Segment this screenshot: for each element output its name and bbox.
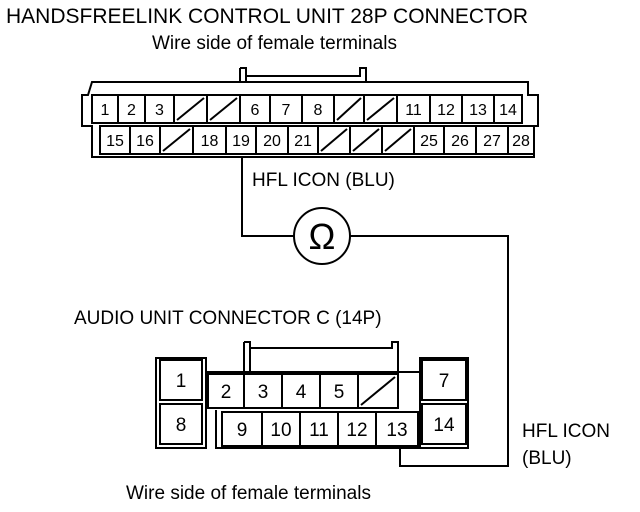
terminal-number: 25 xyxy=(420,133,438,150)
terminal-cavity xyxy=(493,94,523,124)
terminal-cavity xyxy=(421,359,467,401)
wire-hfl-icon-lower xyxy=(350,235,509,467)
terminal-number: 6 xyxy=(251,102,260,119)
empty-cavity-slash xyxy=(176,97,205,121)
connector-14p-lock-tab xyxy=(243,341,399,372)
empty-cavity xyxy=(357,373,399,409)
empty-cavity-slash xyxy=(352,128,380,152)
connector-28p-title: HANDSFREELINK CONTROL UNIT 28P CONNECTOR xyxy=(6,5,528,28)
terminal-number: 28 xyxy=(512,133,530,150)
hfl-icon-wire-label-1: HFL ICON (BLU) xyxy=(252,170,395,191)
empty-cavity-slash xyxy=(320,128,348,152)
terminal-number: 1 xyxy=(176,371,187,392)
terminal-number: 8 xyxy=(176,415,187,436)
terminal-number: 12 xyxy=(437,102,455,119)
terminal-cavity xyxy=(421,403,467,445)
audio-connector-title: AUDIO UNIT CONNECTOR C (14P) xyxy=(74,308,382,329)
terminal-number: 14 xyxy=(433,415,455,436)
terminal-number: 7 xyxy=(439,371,450,392)
empty-cavity-slash xyxy=(360,376,396,406)
terminal-number: 15 xyxy=(106,133,124,150)
terminal-number: 14 xyxy=(499,102,517,119)
terminal-number: 10 xyxy=(270,420,291,441)
connector-14p-row-2: 9 10 11 12 13 xyxy=(221,411,419,447)
terminal-number: 3 xyxy=(258,382,269,403)
connector-28p-lock-tab xyxy=(239,67,367,82)
terminal-number: 2 xyxy=(127,102,136,119)
wire-hfl-icon-upper xyxy=(241,157,294,237)
terminal-number: 4 xyxy=(296,382,307,403)
terminal-cavity xyxy=(159,403,203,445)
connector-28p-shell xyxy=(81,81,539,158)
connector-28p-row-2: 15 16 18 19 20 21 25 26 27 28 xyxy=(99,125,535,155)
connector-14p-left-column: 18 xyxy=(159,359,203,445)
empty-cavity-slash xyxy=(366,97,395,121)
terminal-number: 13 xyxy=(469,102,487,119)
terminal-number: 13 xyxy=(386,420,407,441)
terminal-number: 19 xyxy=(232,133,250,150)
audio-connector-subtitle: Wire side of female terminals xyxy=(126,483,371,504)
empty-cavity-slash xyxy=(209,97,238,121)
terminal-number: 11 xyxy=(405,102,422,119)
terminal-number: 12 xyxy=(346,420,367,441)
terminal-number: 20 xyxy=(263,133,281,150)
hfl-icon-wire-label-2: HFL ICON xyxy=(522,421,610,442)
connector-14p-row-1: 2 3 4 5 xyxy=(207,373,399,409)
terminal-number: 26 xyxy=(451,133,469,150)
terminal-number: 5 xyxy=(334,382,345,403)
connector-28p-subtitle: Wire side of female terminals xyxy=(152,33,397,54)
terminal-number: 11 xyxy=(309,420,329,441)
terminal-number: 8 xyxy=(314,102,323,119)
terminal-number: 27 xyxy=(483,133,501,150)
terminal-number: 9 xyxy=(237,420,248,441)
terminal-number: 2 xyxy=(221,382,232,403)
terminal-number: 7 xyxy=(282,102,291,119)
terminal-number: 1 xyxy=(101,102,110,119)
terminal-number: 16 xyxy=(136,133,154,150)
empty-cavity-slash xyxy=(384,128,412,152)
terminal-number: 18 xyxy=(201,133,219,150)
ohm-symbol: Ω xyxy=(309,216,336,257)
terminal-cavity xyxy=(507,125,535,155)
terminal-cavity xyxy=(159,359,203,401)
connector-14p-center-shell xyxy=(205,371,420,449)
empty-cavity-slash xyxy=(336,97,362,121)
connector-14p-right-column: 7 14 xyxy=(421,359,467,445)
connector-14p-right-block xyxy=(419,357,469,449)
terminal-cavity xyxy=(375,411,419,447)
hfl-icon-wire-label-2-color: (BLU) xyxy=(522,448,572,469)
terminal-number: 21 xyxy=(294,133,312,150)
terminal-number: 3 xyxy=(155,102,164,119)
empty-cavity-slash xyxy=(162,128,191,152)
